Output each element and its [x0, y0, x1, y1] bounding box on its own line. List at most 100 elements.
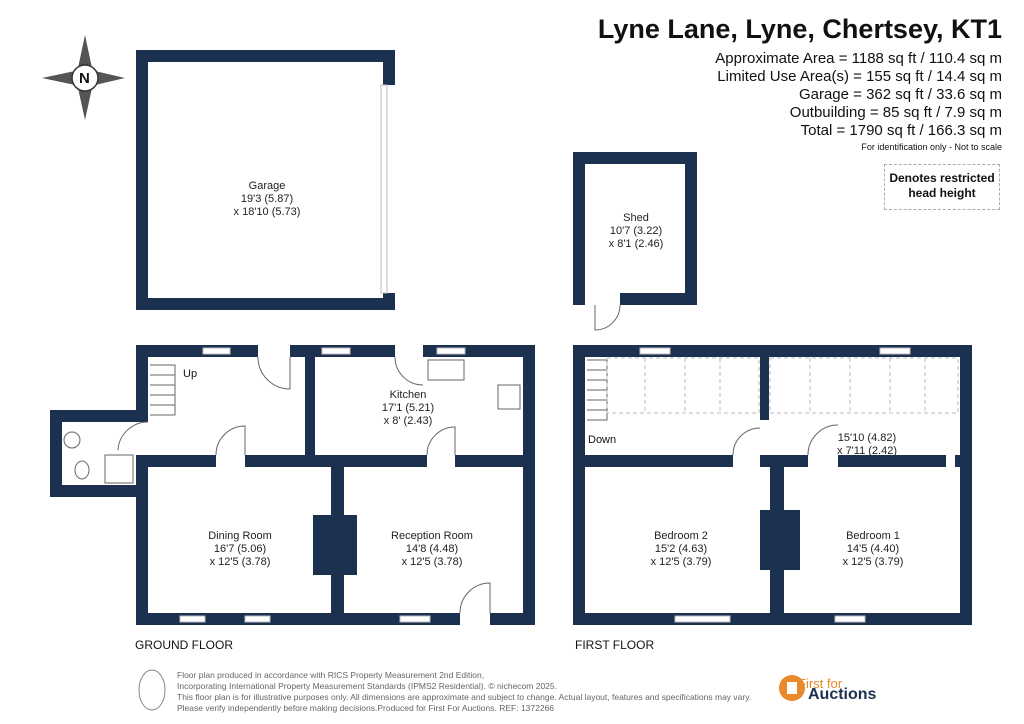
room-dim: x 12'5 (3.79): [650, 556, 712, 568]
shower-icon: [104, 454, 134, 484]
toilet-icon: [74, 460, 90, 480]
window: [179, 615, 206, 623]
ext-wall-left: [50, 410, 62, 495]
door: [459, 582, 491, 614]
room-dim: x 8' (2.43): [383, 415, 433, 427]
logo-icon: [779, 675, 805, 701]
scale-note: For identification only - Not to scale: [861, 142, 1002, 152]
door: [426, 426, 456, 456]
logo-text-top: First for: [798, 676, 843, 691]
ff-wall-top: [573, 345, 972, 357]
page-title: Lyne Lane, Lyne, Chertsey, KT1: [597, 14, 1002, 44]
door: [732, 427, 761, 456]
ff-wall-bottom: [573, 613, 972, 625]
footer-line: Floor plan produced in accordance with R…: [177, 670, 485, 680]
stairs-up-label: Up: [183, 368, 198, 380]
room-name: Kitchen: [389, 389, 427, 401]
ext-wall-bottom: [50, 485, 148, 497]
sink-icon: [427, 359, 465, 381]
room-name: Bedroom 2: [654, 530, 708, 542]
room-dim: x 7'11 (2.42): [837, 445, 897, 457]
footer-line: This floor plan is for illustrative purp…: [177, 692, 752, 702]
room-name: Dining Room: [208, 530, 272, 542]
footer-line: Please verify independently before makin…: [177, 703, 555, 713]
restricted-height-legend: Denotes restricted head height: [884, 164, 1000, 210]
gf-wall-left-upper: [136, 345, 148, 410]
door-gaps: [258, 292, 620, 626]
ff-wall-int: [573, 455, 733, 467]
window: [879, 347, 911, 355]
restricted-height-area: [606, 357, 959, 414]
shed-wall-top: [573, 152, 697, 164]
ff-wall-right: [960, 345, 972, 625]
ff-wall-int: [760, 455, 808, 467]
area-outbuilding: Outbuilding = 85 sq ft / 7.9 sq m: [789, 104, 1002, 121]
door: [807, 424, 839, 456]
door: [117, 421, 149, 451]
walls: [50, 50, 972, 625]
door: [215, 425, 246, 456]
garage-wall-left: [136, 50, 148, 310]
chimney-breast: [313, 515, 357, 575]
shed-wall-left: [573, 152, 585, 305]
stairs-down-icon: [587, 359, 608, 421]
footer-line: Incorporating International Property Mea…: [177, 681, 557, 691]
room-name: Reception Room: [391, 530, 473, 542]
window: [834, 615, 866, 623]
window: [674, 615, 731, 623]
shed-wall-right: [685, 152, 697, 305]
area-approximate: Approximate Area = 1188 sq ft / 110.4 sq…: [715, 50, 1002, 67]
room-name: Bedroom 1: [846, 530, 900, 542]
room-name: Shed: [623, 212, 649, 224]
shed-door: [594, 304, 621, 331]
gf-wall-left-lower: [136, 455, 148, 625]
area-total: Total = 1790 sq ft / 166.3 sq m: [800, 122, 1002, 139]
door: [394, 356, 424, 386]
garage-wall-top: [136, 50, 395, 62]
gf-wall-int: [136, 455, 216, 467]
room-dim: 17'1 (5.21): [381, 402, 435, 414]
window: [436, 347, 466, 355]
door-swings: [63, 304, 839, 614]
gf-wall-int: [455, 455, 525, 467]
gf-wall-int: [245, 455, 427, 467]
room-dim: 14'5 (4.40): [846, 543, 900, 555]
ff-wall-vert: [760, 345, 769, 420]
compass-north-label: N: [79, 70, 90, 87]
room-dim: x 12'5 (3.78): [209, 556, 271, 568]
door: [257, 356, 291, 390]
window: [202, 347, 231, 355]
stairs-up-icon: [150, 364, 176, 416]
room-dim: 19'3 (5.87): [240, 193, 294, 205]
ext-wall-top: [50, 410, 148, 422]
garage-wall-right-top: [383, 50, 395, 85]
ground-floor-label: GROUND FLOOR: [135, 638, 234, 652]
garage-door: [380, 84, 388, 294]
window: [321, 347, 351, 355]
first-floor-label: FIRST FLOOR: [575, 638, 655, 652]
shed-wall-bottom: [620, 293, 697, 305]
windows: [179, 84, 911, 623]
logo-text-bottom: Auctions: [808, 686, 877, 703]
info-icon: [138, 669, 166, 711]
window: [399, 615, 431, 623]
room-dim: x 8'1 (2.46): [608, 238, 664, 250]
ff-wall-int: [838, 455, 946, 467]
kitchen-wall-left: [305, 345, 315, 465]
gf-wall-bottom: [136, 613, 535, 625]
area-limited-use: Limited Use Area(s) = 155 sq ft / 14.4 s…: [717, 68, 1002, 85]
area-garage: Garage = 362 sq ft / 33.6 sq m: [798, 86, 1002, 103]
room-dim: x 12'5 (3.79): [842, 556, 904, 568]
hob-icon: [497, 384, 521, 410]
room-dim: x 12'5 (3.78): [401, 556, 463, 568]
compass-icon: [42, 35, 125, 120]
gf-wall-right: [523, 345, 535, 625]
ff-wall-int: [955, 455, 972, 467]
room-dim: 10'7 (3.22): [609, 225, 663, 237]
